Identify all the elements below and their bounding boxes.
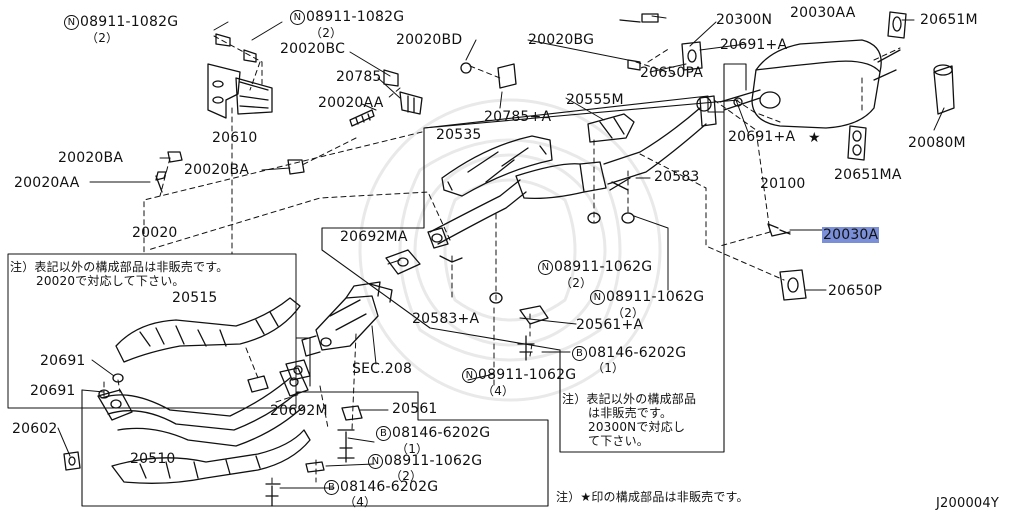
label-20692M[interactable]: 20692M [270,403,328,419]
dashed-leaders [103,35,901,493]
qty-b-08146-6202G-b: （1） [396,442,429,456]
label-sec208[interactable]: SEC.208 [352,361,413,377]
label-20610[interactable]: 20610 [212,130,258,146]
part-code: 08911-1082G [80,14,179,30]
label-20020[interactable]: 20020 [132,225,178,241]
star-marker: ★ [808,130,821,146]
label-20651M[interactable]: 20651M [920,12,978,28]
part-code: 08911-1082G [306,9,405,25]
note-20300N: 注）表記以外の構成部品 は非販売です。 20300Nで対応し て下さい。 [562,392,696,448]
nut-prefix-badge: N [368,454,383,469]
label-20300N[interactable]: 20300N [716,12,773,28]
bolt-prefix-badge: B [572,346,587,361]
note-line: て下さい。 [588,434,650,448]
nut-prefix-badge: N [538,260,553,275]
label-20515[interactable]: 20515 [172,290,218,306]
label-20020BA-top[interactable]: 20020BA [58,150,124,166]
qty-n-08911-1062G-c: （4） [482,384,515,398]
note-star-parts: 注）★印の構成部品は非販売です。 [556,490,749,504]
label-20691-a[interactable]: 20691 [40,353,86,369]
label-20650PA[interactable]: 20650PA [640,65,704,81]
label-20691A-top[interactable]: 20691+A [720,37,788,53]
front-pipe-center [427,95,717,249]
label-20692MA[interactable]: 20692MA [340,229,408,245]
label-20785A[interactable]: 20785+A [484,109,552,125]
label-20510[interactable]: 20510 [130,451,176,467]
label-20785[interactable]: 20785 [336,69,382,85]
bracket-20610 [207,33,273,119]
note-line: 注）表記以外の構成部品 [562,392,697,406]
label-20535[interactable]: 20535 [436,127,482,143]
qty-b-08146-6202G-c: （4） [344,495,377,509]
part-code: 08146-6202G [340,479,439,495]
label-20583[interactable]: 20583 [654,169,700,185]
bolt-prefix-badge: B [324,480,339,495]
diagram-reference-code: J200004Y [936,496,1000,510]
nut-prefix-badge: N [290,10,305,25]
front-tube-lower [97,297,311,484]
highlighted-part-code: 20030A [822,227,880,243]
part-code: 08146-6202G [392,425,491,441]
nut-prefix-badge: N [462,368,477,383]
label-20030A[interactable]: 20030A [822,227,880,243]
part-code: 08911-1062G [478,367,577,383]
tail-finisher-20080M [933,64,955,115]
label-20691-b[interactable]: 20691 [30,383,76,399]
label-20020BA-mid[interactable]: 20020BA [184,162,250,178]
label-20650P[interactable]: 20650P [828,283,883,299]
qty-n-08911-1062G-b: （2） [612,306,645,320]
part-code: 08911-1062G [606,289,705,305]
label-20561[interactable]: 20561 [392,401,438,417]
label-20555M[interactable]: 20555M [566,92,624,108]
nut-prefix-badge: N [590,290,605,305]
qty-n-08911-1082G-right: （2） [310,26,343,40]
qty-b-08146-6202G-a: （1） [592,361,625,375]
label-20583A[interactable]: 20583+A [412,311,480,327]
label-20020AA-left[interactable]: 20020AA [14,175,80,191]
bolt-prefix-badge: B [376,426,391,441]
label-20020BD[interactable]: 20020BD [396,32,463,48]
qty-n-08911-1062G-d: （2） [390,469,423,483]
nut-prefix-badge: N [64,15,79,30]
pre-catalyst-sec208 [285,281,393,381]
label-20602[interactable]: 20602 [12,421,58,437]
label-20080M[interactable]: 20080M [908,135,966,151]
label-20020BG[interactable]: 20020BG [528,32,595,48]
label-20100[interactable]: 20100 [760,176,806,192]
label-20561A[interactable]: 20561+A [576,317,644,333]
label-20651MA[interactable]: 20651MA [834,167,902,183]
qty-n-08911-1062G-a: （2） [560,276,593,290]
note-line: 注）表記以外の構成部品は非販売です。 [10,260,229,274]
label-20020BC[interactable]: 20020BC [280,41,346,57]
part-code: 08911-1062G [384,453,483,469]
label-20030AA[interactable]: 20030AA [790,5,856,21]
part-code: 08146-6202G [588,345,687,361]
watermark-graphic [358,98,662,402]
part-code: 08911-1062G [554,259,653,275]
note-line: 20020で対応して下さい。 [36,274,185,288]
qty-n-08911-1082G-left: （2） [86,31,119,45]
note-line: は非販売です。 [588,406,673,420]
note-line: 20300Nで対応し [588,420,686,434]
muffler-20100 [719,39,901,129]
heat-shields-center [441,113,635,197]
label-20020AA-top[interactable]: 20020AA [318,95,384,111]
solid-leaders [57,15,945,489]
note-20020: 注）表記以外の構成部品は非販売です。 20020で対応して下さい。 [10,260,228,288]
label-20691A-mid[interactable]: 20691+A [728,129,796,145]
